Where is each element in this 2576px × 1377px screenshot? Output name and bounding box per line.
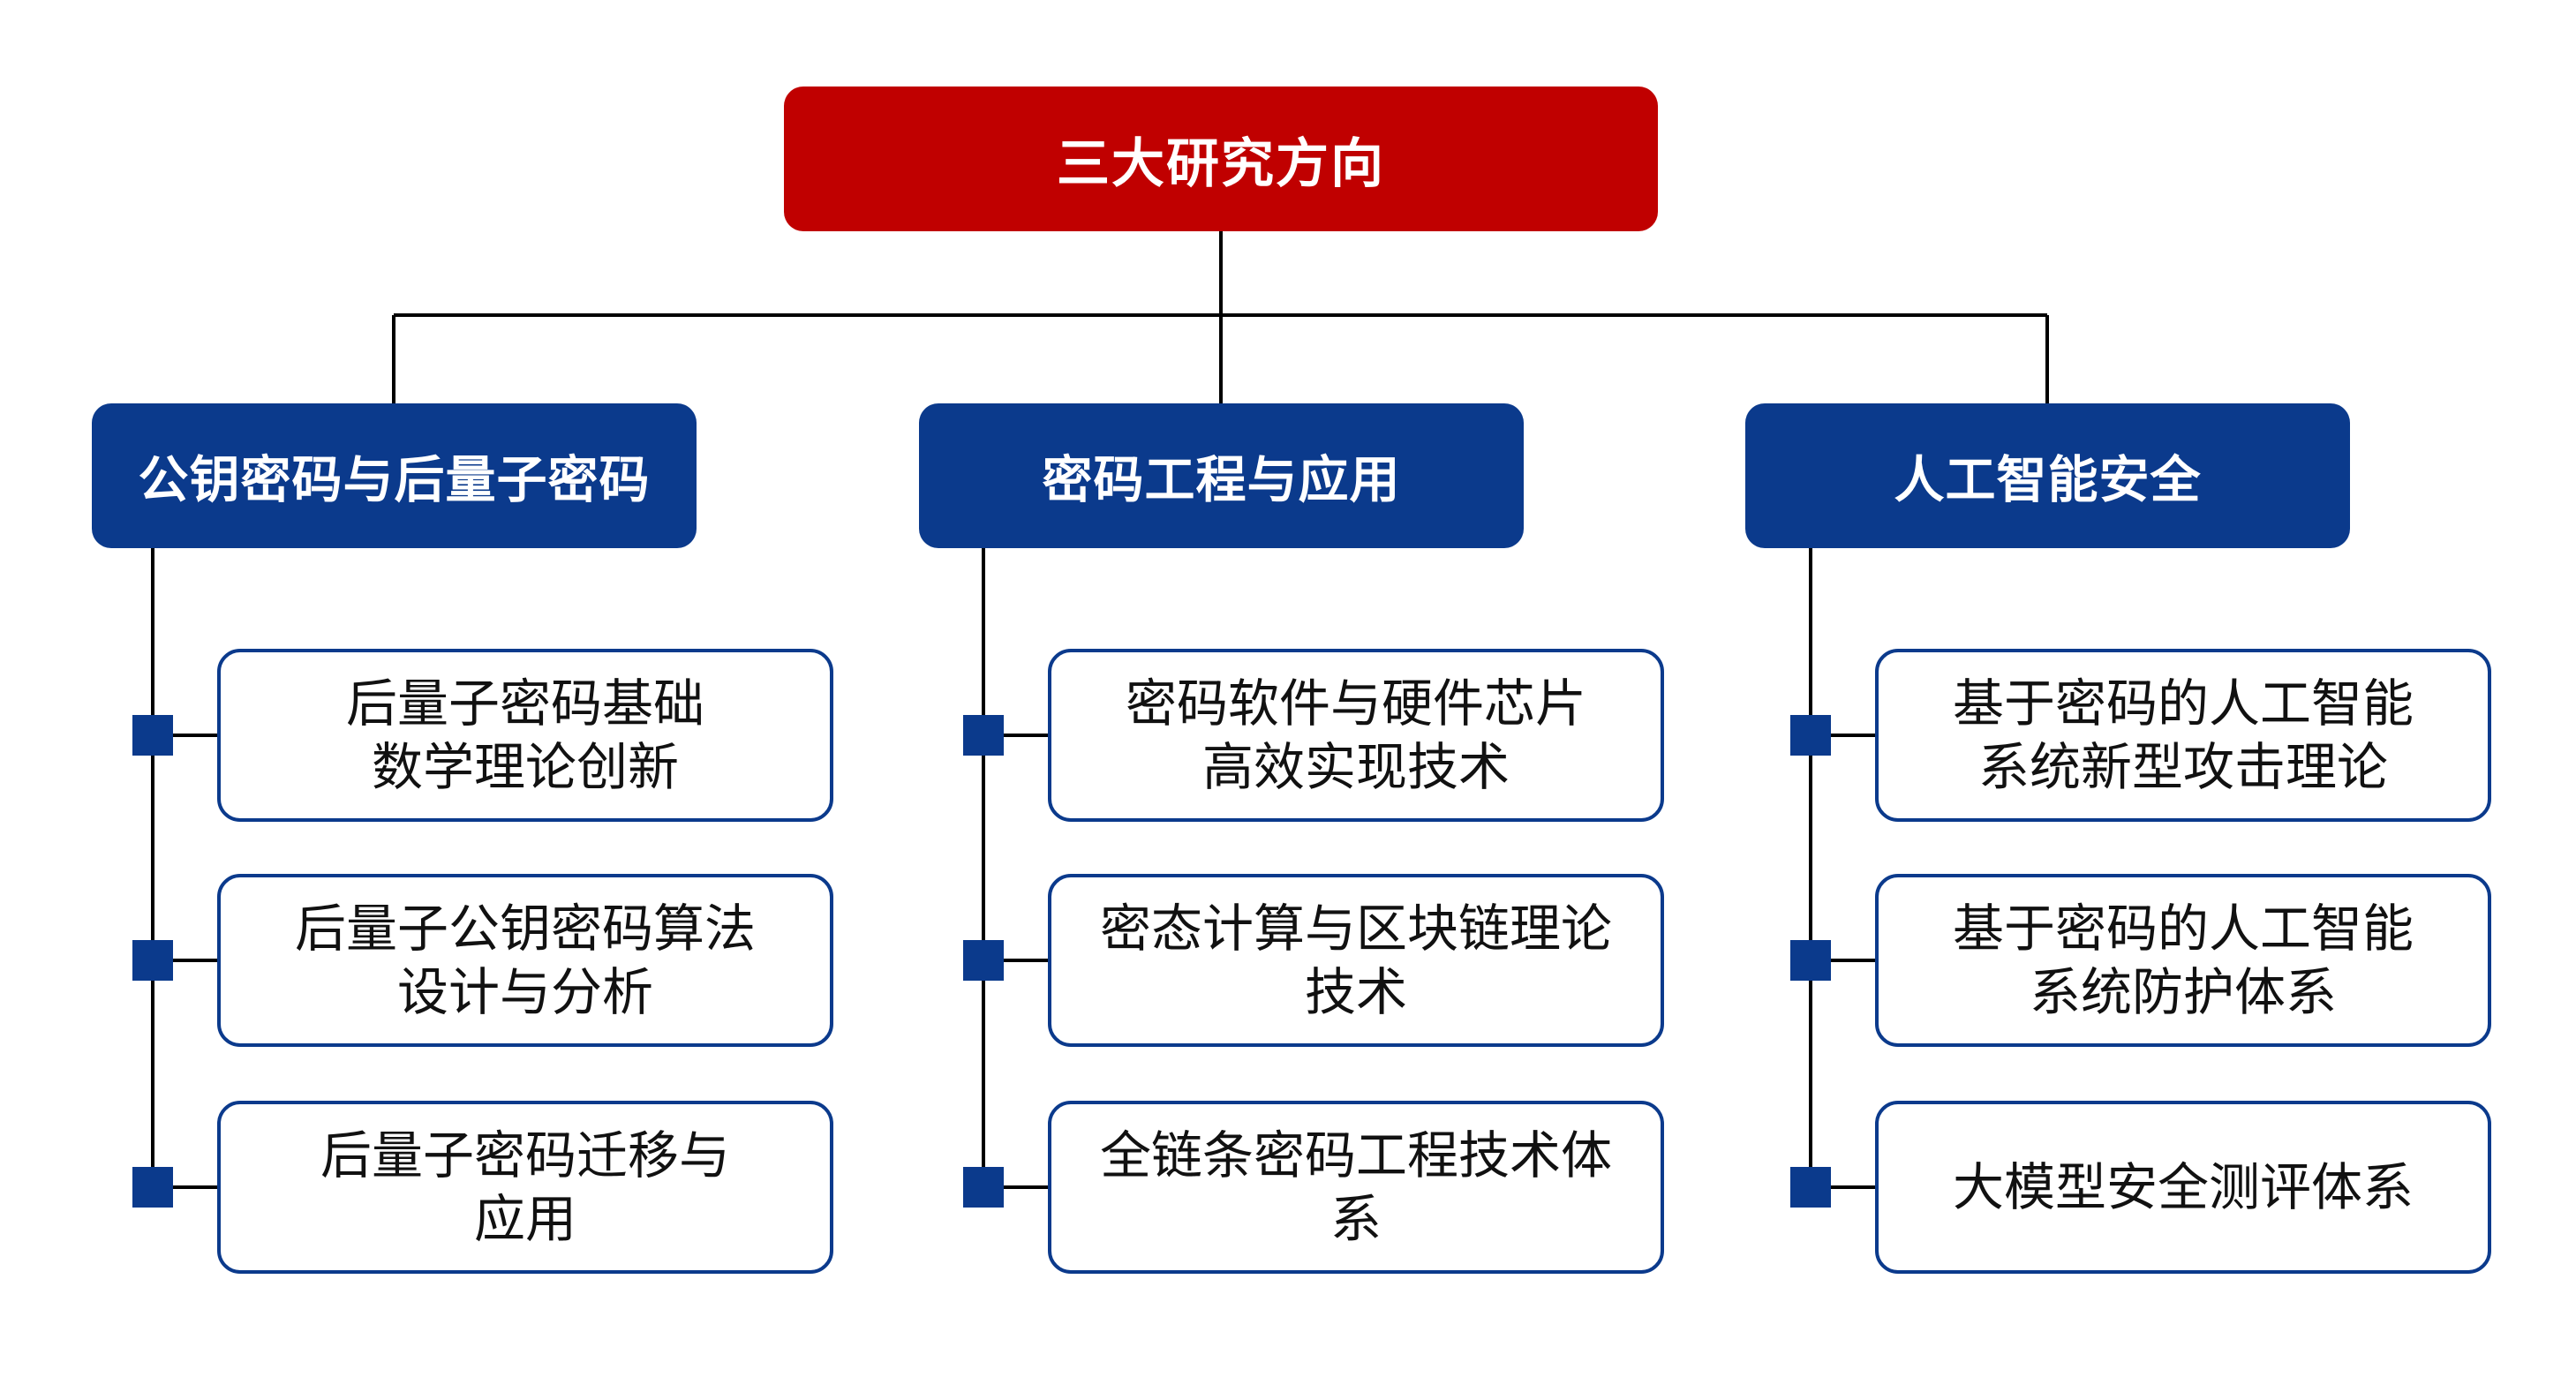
leaf-node-label: 全链条密码工程技术体系 — [1099, 1125, 1612, 1249]
leaf-node-3-3: 大模型安全测评体系 — [1875, 1101, 2491, 1274]
leaf-node-label: 后量子密码基础 数学理论创新 — [345, 673, 704, 797]
bullet-square-marker — [963, 715, 1004, 756]
bullet-square-marker — [963, 940, 1004, 981]
leaf-node-label: 大模型安全测评体系 — [1952, 1157, 2414, 1217]
root-node: 三大研究方向 — [784, 87, 1658, 231]
leaf-node-3-2: 基于密码的人工智能 系统防护体系 — [1875, 874, 2491, 1047]
bullet-square-marker — [132, 940, 173, 981]
root-node-label: 三大研究方向 — [1057, 132, 1385, 195]
bullet-square-marker — [132, 1167, 173, 1208]
leaf-node-2-3: 全链条密码工程技术体系 — [1048, 1101, 1664, 1274]
leaf-node-2-2: 密态计算与区块链理论 技术 — [1048, 874, 1664, 1047]
leaf-node-label: 基于密码的人工智能 系统防护体系 — [1952, 899, 2414, 1022]
leaf-node-1-2: 后量子公钥密码算法 设计与分析 — [217, 874, 833, 1047]
leaf-node-label: 密态计算与区块链理论 技术 — [1099, 899, 1612, 1022]
leaf-node-1-3: 后量子密码迁移与 应用 — [217, 1101, 833, 1274]
category-node-label: 公钥密码与后量子密码 — [138, 451, 651, 509]
leaf-node-label: 后量子密码迁移与 应用 — [320, 1125, 730, 1249]
bullet-square-marker — [1790, 1167, 1831, 1208]
bullet-square-marker — [1790, 940, 1831, 981]
leaf-node-3-1: 基于密码的人工智能 系统新型攻击理论 — [1875, 649, 2491, 822]
leaf-node-label: 后量子公钥密码算法 设计与分析 — [294, 899, 756, 1022]
category-node-1: 公钥密码与后量子密码 — [92, 403, 697, 548]
bullet-square-marker — [1790, 715, 1831, 756]
category-node-label: 密码工程与应用 — [1042, 451, 1401, 509]
category-node-label: 人工智能安全 — [1894, 451, 2202, 509]
leaf-node-1-1: 后量子密码基础 数学理论创新 — [217, 649, 833, 822]
category-node-2: 密码工程与应用 — [919, 403, 1524, 548]
bullet-square-marker — [963, 1167, 1004, 1208]
bullet-square-marker — [132, 715, 173, 756]
leaf-node-2-1: 密码软件与硬件芯片 高效实现技术 — [1048, 649, 1664, 822]
category-node-3: 人工智能安全 — [1745, 403, 2350, 548]
leaf-node-label: 基于密码的人工智能 系统新型攻击理论 — [1952, 673, 2414, 797]
leaf-node-label: 密码软件与硬件芯片 高效实现技术 — [1125, 673, 1586, 797]
